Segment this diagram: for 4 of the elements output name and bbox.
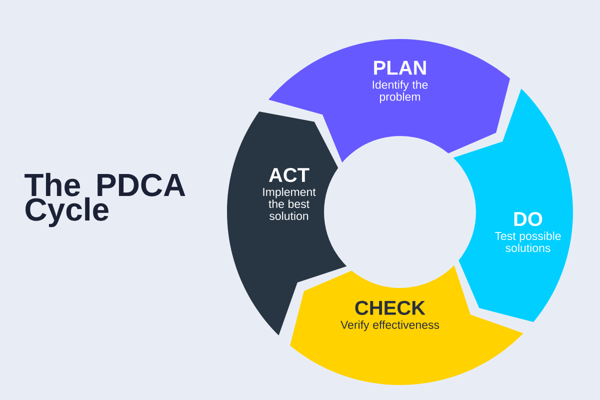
ring-segment: PLAN Identify the problem bbox=[268, 39, 510, 163]
title: The PDCA Cycle bbox=[24, 172, 186, 228]
ring-segment: CHECK Verify effectiveness bbox=[290, 265, 524, 385]
ring-segment: DO Test possible solutions bbox=[453, 88, 573, 322]
